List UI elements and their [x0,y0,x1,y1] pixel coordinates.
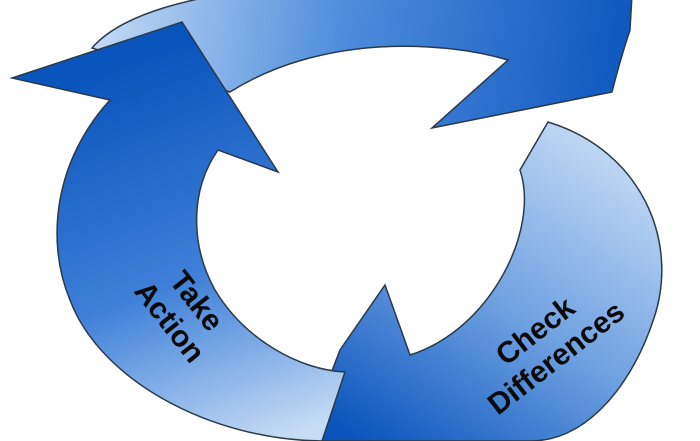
right-cycle-arrow [304,121,663,441]
top-cycle-arrow [90,0,633,130]
left-cycle-arrow [9,21,347,441]
